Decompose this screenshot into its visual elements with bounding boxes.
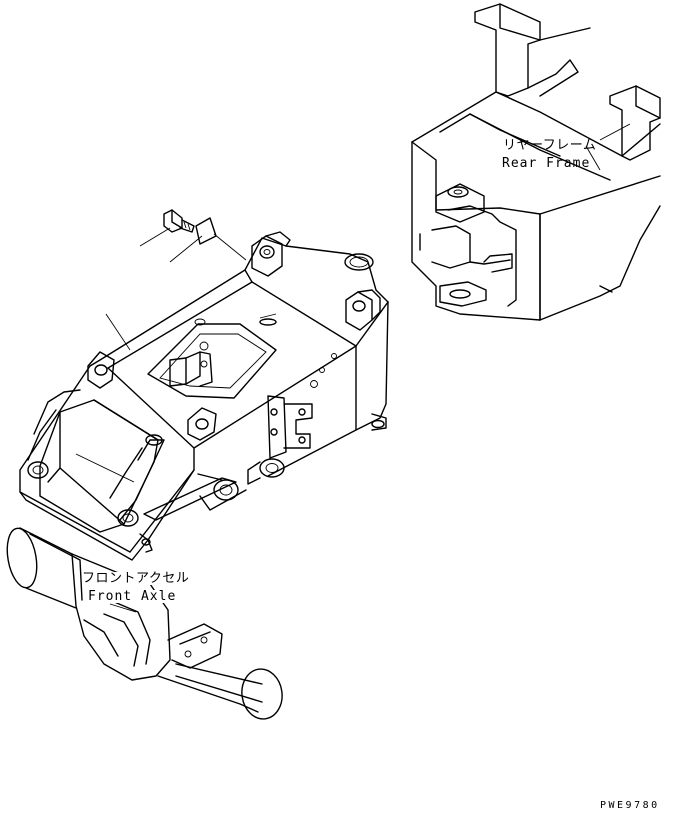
rear-frame-label-jp: リヤーフレーム xyxy=(503,138,597,153)
front-axle xyxy=(6,527,283,720)
front-frame-leader xyxy=(105,313,131,351)
front-axle-label-en: Front Axle xyxy=(88,589,177,604)
front-axle-label-jp: フロントアクセル xyxy=(82,571,190,586)
rear-frame-leader xyxy=(585,145,601,171)
rear-frame-label-en: Rear Frame xyxy=(502,156,591,171)
bolt-and-plate xyxy=(139,209,247,263)
rear-frame xyxy=(411,3,661,321)
front-frame xyxy=(19,231,389,561)
drawing-number: PWE9780 xyxy=(600,800,660,811)
